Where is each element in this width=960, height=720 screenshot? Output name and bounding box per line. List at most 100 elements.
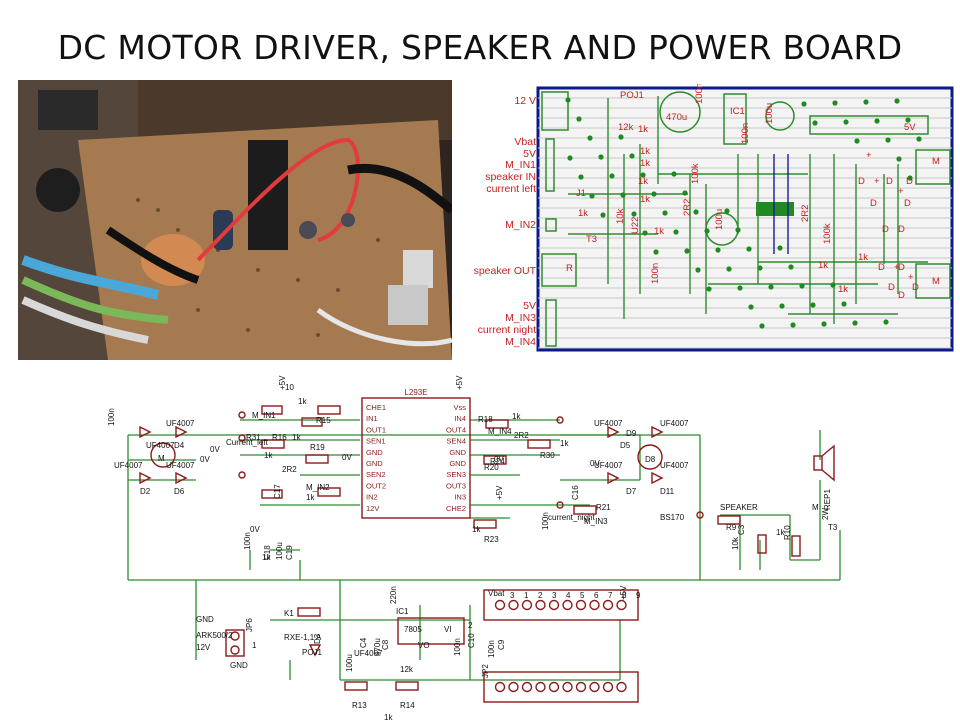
pcb-label: 2R2 (800, 205, 811, 222)
schematic-label: D7 (626, 487, 637, 496)
ic-pin-right: CHE2 (446, 504, 466, 513)
schematic-label: Vbat (488, 589, 505, 598)
schematic-label: UF4007 (166, 419, 195, 428)
schematic-label: 100n (107, 408, 116, 426)
schematic-label: C4 (359, 637, 368, 648)
connector-label: M_IN1 (505, 159, 536, 171)
schematic-label: R9 (726, 523, 737, 532)
ic-pin-right: IN3 (454, 493, 466, 502)
pcb-label: R (566, 263, 573, 274)
pcb-label: POJ1 (620, 90, 644, 101)
pcb-label: 1k (638, 176, 648, 187)
pcb-label: + (908, 272, 914, 283)
pcb-label: M (932, 156, 940, 167)
pcb-label: D (882, 224, 889, 235)
pcb-label: 5V (904, 122, 916, 133)
schematic-label: 0V (342, 453, 352, 462)
schematic-label: 9 (636, 591, 641, 600)
schematic-label: 7 (608, 591, 613, 600)
schematic-label: 100u (275, 542, 284, 560)
schematic-label: 1k (262, 553, 271, 562)
schematic-label: 470u (373, 638, 382, 656)
pcb-label: 100k (690, 163, 701, 184)
schematic-label: JP6 (245, 618, 254, 632)
schematic-label: UF4007 (146, 441, 175, 450)
schematic-label: M_IN2 (306, 483, 330, 492)
schematic-label: 1k (472, 525, 481, 534)
pcb-label: 100n (740, 123, 751, 144)
pcb-label: U22 (630, 217, 641, 234)
schematic-label: C10 (467, 633, 476, 648)
schematic-label: UF4007 (660, 419, 689, 428)
ic-pin-left: GND (366, 459, 383, 468)
pcb-label: D (912, 282, 919, 293)
pcb-label: 1k (638, 124, 648, 135)
schematic-label: C3 (737, 524, 746, 535)
schematic-label: R14 (400, 701, 415, 710)
pcb-label: 1k (818, 260, 828, 271)
schematic-label: UF4007 (594, 461, 623, 470)
ic-pin-right: OUT3 (446, 481, 466, 490)
ic-pin-right: OUT4 (446, 425, 466, 434)
schematic-label: M (158, 454, 165, 463)
pcb-label: D (898, 262, 905, 273)
schematic-label: R31 (246, 433, 261, 442)
schematic-label: 2W (821, 508, 830, 520)
schematic-label: 2 (468, 621, 473, 630)
ic-pin-left: IN2 (366, 493, 378, 502)
schematic-label: UF4007 (660, 461, 689, 470)
pcb-label: 100n (694, 84, 705, 104)
schematic-label: 12k (400, 665, 414, 674)
pcb-label: + (898, 186, 904, 197)
schematic-label: SPEAKER (720, 503, 758, 512)
ic-pin-left: SEN2 (366, 470, 386, 479)
schematic-label: 2 (538, 591, 543, 600)
ic-pin-left: CHE1 (366, 403, 386, 412)
connector-label: speaker IN (485, 171, 536, 183)
pcb-label: D (898, 290, 905, 301)
connector-label: current left (486, 183, 536, 195)
schematic-label: R20 (484, 463, 499, 472)
schematic-label: C16 (571, 485, 580, 500)
schematic-label: 220n (389, 586, 398, 604)
ic-pin-left: OUT2 (366, 481, 386, 490)
pcb-label: D (886, 176, 893, 187)
ic-pin-right: SEN3 (446, 470, 466, 479)
schematic-label: +5V (455, 375, 464, 390)
schematic-label: 1k (560, 439, 569, 448)
schematic-label: 3 (552, 591, 557, 600)
schematic-label: R30 (540, 451, 555, 460)
connector-label: 5V (523, 148, 536, 160)
ic-name: L293E (404, 388, 427, 397)
pcb-label: + (894, 262, 900, 273)
pcb-label: 1k (858, 252, 868, 263)
pcb-label: 100n (650, 263, 661, 284)
pcb-label: J1 (576, 188, 586, 199)
schematic-label: D4 (174, 441, 185, 450)
schematic-label: ARK500/2 (196, 631, 233, 640)
pcb-label: D (878, 262, 885, 273)
schematic-label: R21 (596, 503, 611, 512)
schematic-label: UF4007 (594, 419, 623, 428)
schematic-label: 1 (524, 591, 529, 600)
connector-label: speaker OUT (474, 265, 537, 277)
schematic-label: 4 (566, 591, 571, 600)
ic-pin-left: SEN1 (366, 437, 386, 446)
pcb-label: T3 (586, 234, 597, 245)
schematic-label: UF4007 (354, 649, 383, 658)
schematic-label: R19 (310, 443, 325, 452)
connector-label: 5V (523, 300, 536, 312)
schematic-label: D5 (620, 441, 631, 450)
ic-pin-right: IN4 (454, 414, 466, 423)
schematic-label: JP2 (481, 664, 490, 678)
pcb-label: 1k (640, 194, 650, 205)
schematic-label: 6 (594, 591, 599, 600)
pcb-label: 100u (714, 209, 725, 230)
schematic-label: 8 (622, 591, 627, 600)
connector-label: 12 V (514, 95, 536, 107)
connector-label: Vbat (514, 136, 536, 148)
schematic-label: 100n (487, 640, 496, 658)
pcb-label: + (874, 176, 880, 187)
schematic-label: 1 (252, 641, 257, 650)
